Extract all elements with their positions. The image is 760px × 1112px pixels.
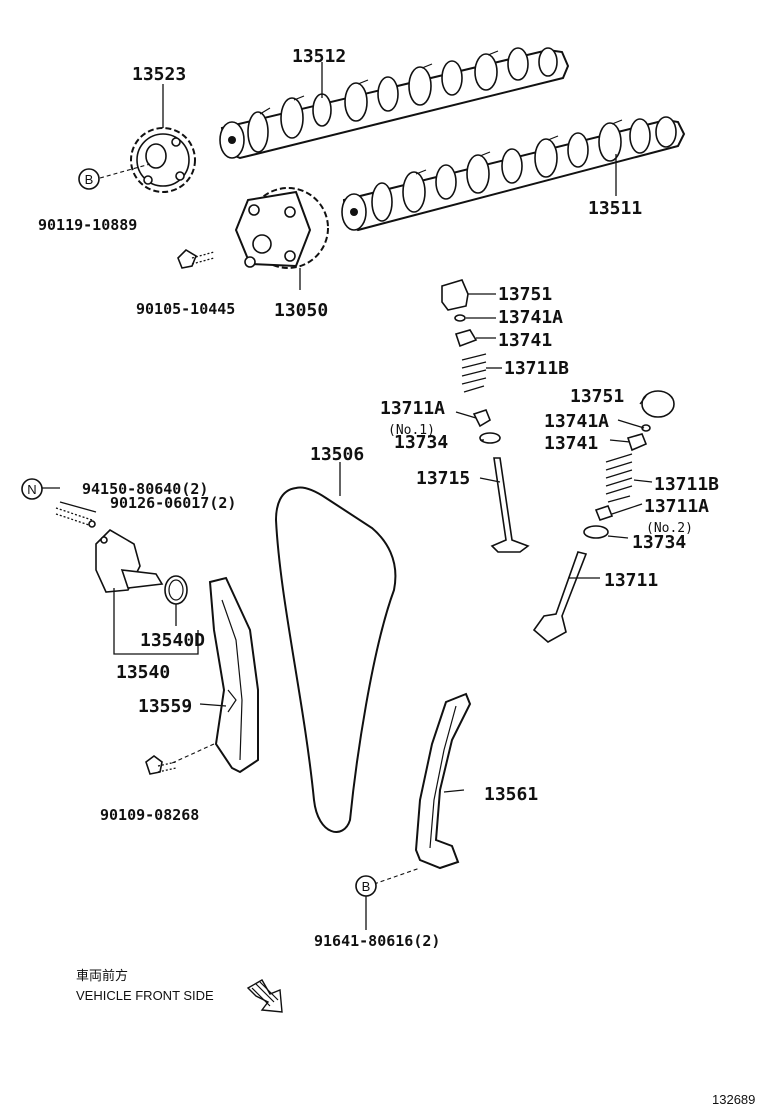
chain-damper-13561[interactable] <box>414 692 472 870</box>
label-90119-10889[interactable]: 90119-10889 <box>38 216 137 234</box>
vvt-gear-13050[interactable] <box>234 187 329 269</box>
vehicle-front-en: VEHICLE FRONT SIDE <box>76 988 214 1003</box>
label-13741-a[interactable]: 13741 <box>498 330 552 351</box>
marker-n: N <box>21 478 43 500</box>
label-13751-b[interactable]: 13751 <box>570 386 624 407</box>
label-13741-b[interactable]: 13741 <box>544 433 598 454</box>
label-no2: (No.2) <box>646 521 693 536</box>
diagram-id: 132689 <box>712 1092 755 1107</box>
camshaft-13512[interactable] <box>219 47 570 160</box>
chain-guide-13559[interactable] <box>208 576 259 774</box>
label-13512[interactable]: 13512 <box>292 46 346 67</box>
svg-text:B: B <box>85 172 94 187</box>
label-13559[interactable]: 13559 <box>138 696 192 717</box>
label-13711B-a[interactable]: 13711B <box>504 358 569 379</box>
label-13711A-b[interactable]: 13711A <box>644 496 709 517</box>
cam-sprocket-13523[interactable] <box>130 127 196 193</box>
label-13734-a[interactable]: 13734 <box>394 432 448 453</box>
chain-tensioner-13540[interactable] <box>95 528 164 593</box>
label-13523[interactable]: 13523 <box>132 64 186 85</box>
label-90109-08268[interactable]: 90109-08268 <box>100 806 199 824</box>
svg-text:B: B <box>362 879 371 894</box>
label-no1: (No.1) <box>388 423 435 438</box>
label-13540[interactable]: 13540 <box>116 662 170 683</box>
o-ring-13540D[interactable] <box>164 575 188 605</box>
label-13715[interactable]: 13715 <box>416 468 470 489</box>
label-13711[interactable]: 13711 <box>604 570 658 591</box>
label-13741A-b[interactable]: 13741A <box>544 411 609 432</box>
label-13506[interactable]: 13506 <box>310 444 364 465</box>
label-13711A-a[interactable]: 13711A <box>380 398 445 419</box>
vehicle-front-jp: 車両前方 <box>76 968 128 983</box>
label-91641-80616[interactable]: 91641-80616(2) <box>314 932 440 950</box>
label-13050[interactable]: 13050 <box>274 300 328 321</box>
label-13511[interactable]: 13511 <box>588 198 642 219</box>
valve-assembly-no2[interactable] <box>532 390 675 643</box>
marker-b-2: B <box>355 875 377 897</box>
svg-text:N: N <box>27 482 36 497</box>
leader-lines <box>42 62 653 930</box>
stud-90126[interactable] <box>55 507 96 528</box>
bolt-90105[interactable] <box>177 248 215 269</box>
camshaft-13511[interactable] <box>341 116 686 232</box>
label-13711B-b[interactable]: 13711B <box>654 474 719 495</box>
front-arrow-icon <box>246 979 283 1013</box>
marker-b-1: B <box>78 168 100 190</box>
label-13734-b[interactable]: 13734 <box>632 532 686 553</box>
label-90105-10445[interactable]: 90105-10445 <box>136 300 235 318</box>
label-13561[interactable]: 13561 <box>484 784 538 805</box>
label-13751-a[interactable]: 13751 <box>498 284 552 305</box>
label-94150-80640[interactable]: 94150-80640(2) <box>82 480 208 498</box>
timing-chain-13506[interactable] <box>274 486 397 833</box>
label-13540D[interactable]: 13540D <box>140 630 205 651</box>
label-13741A-a[interactable]: 13741A <box>498 307 563 328</box>
bolt-90109[interactable] <box>145 755 177 775</box>
label-90126-06017[interactable]: 90126-06017(2) <box>110 494 236 512</box>
valve-assembly-no1[interactable] <box>441 279 530 553</box>
